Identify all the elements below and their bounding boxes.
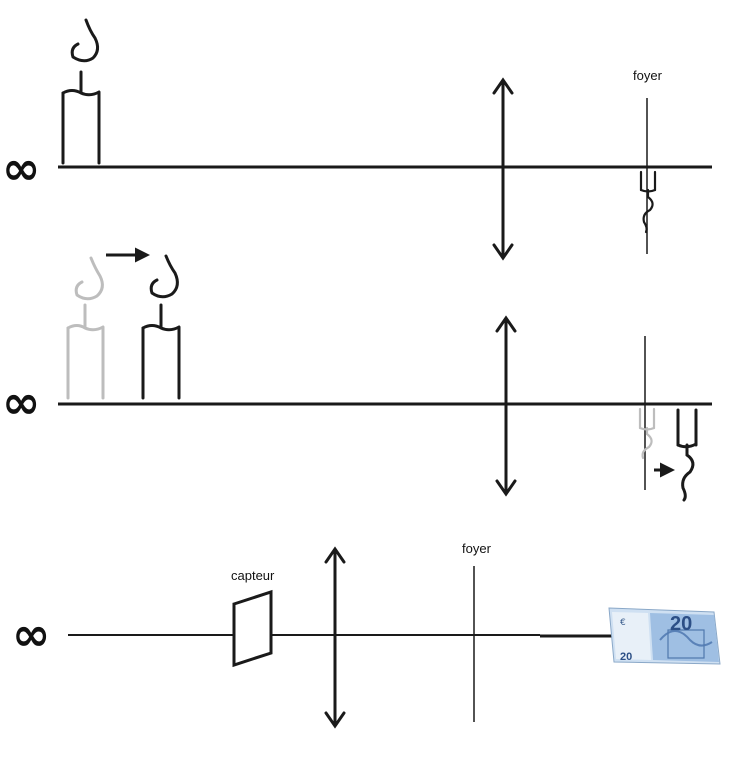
converging-lens	[324, 546, 346, 729]
candle-ghost-icon	[66, 256, 105, 400]
candle-icon	[61, 18, 101, 165]
panel-camera-sensor: ∞ capteur foyer € 20 20	[12, 541, 721, 729]
infinity-symbol: ∞	[2, 141, 40, 195]
panel-object-approaching: ∞	[2, 247, 712, 502]
panel-object-at-infinity: ∞ foyer	[2, 18, 712, 261]
converging-lens	[492, 77, 514, 261]
candle-icon	[141, 254, 181, 400]
converging-lens	[495, 315, 517, 497]
banknote-currency-mark: €	[620, 618, 626, 628]
sensor-plate	[232, 589, 273, 668]
sensor-label: capteur	[231, 568, 275, 583]
banknote-denomination: 20	[670, 613, 692, 635]
focus-label: foyer	[462, 541, 492, 556]
inverted-candle-ghost-icon	[638, 407, 656, 460]
infinity-symbol: ∞	[2, 375, 40, 429]
inverted-candle-icon	[676, 408, 698, 502]
banknote-denomination-small: 20	[620, 651, 632, 663]
banknote-icon: € 20 20	[608, 607, 721, 665]
infinity-symbol: ∞	[12, 607, 50, 661]
focus-label: foyer	[633, 68, 663, 83]
inverted-candle-icon	[639, 170, 657, 234]
